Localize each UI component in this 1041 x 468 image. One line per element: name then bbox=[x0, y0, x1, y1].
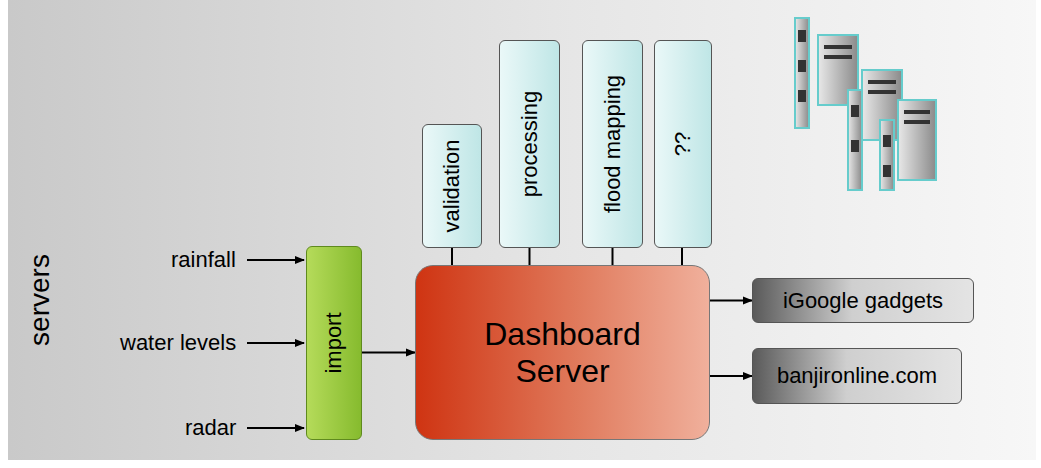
module-box: processing bbox=[499, 40, 560, 248]
input-label: radar bbox=[185, 415, 236, 441]
connector bbox=[612, 248, 614, 265]
node-text: ?? bbox=[670, 132, 696, 156]
connector bbox=[529, 248, 531, 265]
node-text: import bbox=[321, 312, 347, 373]
node-text: banjironline.com bbox=[777, 363, 937, 389]
connector bbox=[362, 352, 415, 354]
node-text: processing bbox=[517, 91, 543, 197]
import-box: import bbox=[306, 246, 362, 440]
node-text: validation bbox=[439, 140, 465, 233]
connector bbox=[710, 300, 752, 302]
module-box: validation bbox=[422, 124, 482, 248]
section-label: servers bbox=[24, 254, 56, 346]
input-label: water levels bbox=[120, 330, 236, 356]
connector bbox=[710, 375, 752, 377]
node-text: flood mapping bbox=[600, 75, 626, 213]
server-box: Dashboard Server bbox=[415, 265, 710, 440]
node-text: Dashboard Server bbox=[468, 316, 658, 390]
output-box: banjironline.com bbox=[752, 348, 962, 404]
input-label: rainfall bbox=[171, 247, 236, 273]
output-box: iGoogle gadgets bbox=[752, 278, 974, 323]
module-box: flood mapping bbox=[582, 40, 643, 248]
node-text: iGoogle gadgets bbox=[783, 288, 943, 314]
connector bbox=[681, 248, 683, 265]
module-box: ?? bbox=[654, 40, 712, 248]
connector bbox=[451, 248, 453, 265]
